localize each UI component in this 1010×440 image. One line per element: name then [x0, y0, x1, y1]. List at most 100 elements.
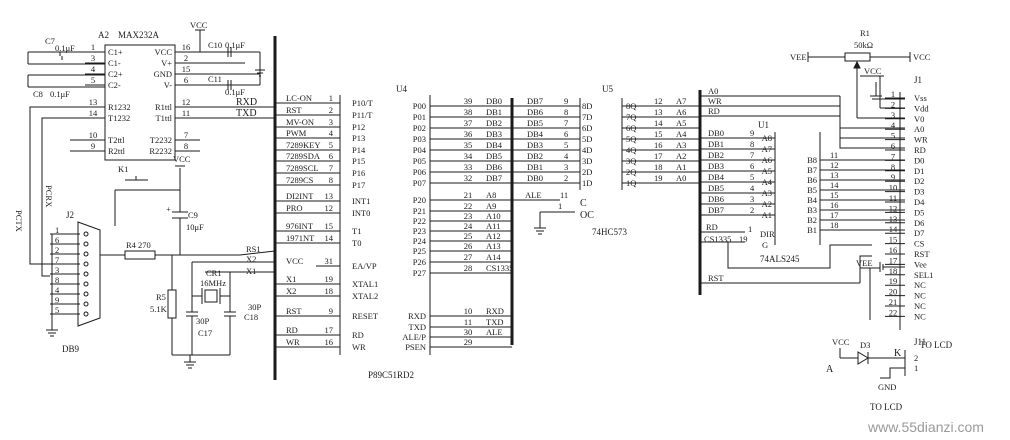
vcc-top-label: VCC	[190, 20, 208, 30]
u4-right-net: ALE	[486, 327, 503, 337]
c9-value: 10μF	[186, 222, 204, 232]
u5-out-net: A4	[676, 129, 687, 139]
db9-pin-num: 5	[55, 305, 59, 315]
u4-right-pin-num: 21	[464, 190, 473, 200]
u4-left-net: MV-ON	[286, 117, 314, 127]
u4-left-pin-name: P16	[352, 168, 365, 178]
j1-pin-name: RD	[914, 145, 926, 155]
db9-pin-num: 6	[55, 235, 59, 245]
max232-left-pin-name: R2ttl	[108, 146, 126, 156]
u4-right-pin-name: P02	[413, 123, 426, 133]
c11-ref: C11	[208, 74, 222, 84]
u5-in-pin-num: 7	[564, 118, 568, 128]
max232-right-pin-num: 16	[182, 42, 191, 52]
db9-pin-dot	[83, 291, 89, 297]
max232-right-pin-name: VCC	[155, 47, 173, 57]
u4-right-pin-num: 34	[464, 151, 473, 161]
u5-part: 74HC573	[592, 227, 628, 237]
u4-right-net: DB5	[486, 151, 502, 161]
db9-pin-num: 9	[55, 295, 59, 305]
u1-g: G	[762, 240, 768, 250]
u4-right-net: RXD	[486, 306, 504, 316]
c17-value: 30P	[196, 316, 210, 326]
u4-left-net: RST	[286, 306, 302, 316]
u1-ref: U1	[758, 120, 769, 130]
u4-left-net: 7289SDA	[286, 151, 321, 161]
c8-value: 0.1μF	[50, 89, 70, 99]
u5-out-pin-name: 6Q	[626, 123, 636, 133]
u1-a-pin-num: 3	[750, 194, 754, 204]
u1-a-pin-name: A7	[762, 144, 772, 154]
max232-right-pin-name: T1ttl	[155, 113, 172, 123]
max232-part: MAX232A	[118, 30, 160, 40]
j1-pin-name: RST	[914, 249, 930, 259]
db9-pin-num: 3	[55, 265, 59, 275]
max232-left-pin-num: 5	[91, 75, 95, 85]
u4-right-pin-name: P06	[413, 167, 426, 177]
u4-left-net: 7289SCL	[286, 163, 319, 173]
j1-pin-name: D0	[914, 155, 924, 165]
u5-in-net: DB2	[527, 151, 543, 161]
j1-vcc-label: VCC	[864, 66, 882, 76]
u4-right-pin-name: RXD	[408, 311, 426, 321]
u5-out-pin-name: 4Q	[626, 145, 636, 155]
u1-a-net: DB7	[708, 205, 724, 215]
reset-clock-circuit: K1 VCC + C9 10μF R4 270 RS1 R5 5.1K X2 X…	[100, 154, 276, 369]
c17-ref: C17	[198, 328, 212, 338]
u1-a-net: DB1	[708, 139, 724, 149]
u4-left-pin-num: 17	[325, 325, 334, 335]
u5-ref: U5	[602, 84, 613, 94]
a2-ref: A2	[98, 30, 109, 40]
u4-left-pin-num: 6	[329, 151, 333, 161]
j1-pin-num: 18	[889, 266, 898, 276]
u4-right-net: A14	[486, 252, 501, 262]
rs232-routing: PCTX PCRX	[14, 106, 105, 277]
u5-in-pin-name: 2D	[582, 167, 592, 177]
u5-in-pin-num: 2	[564, 173, 568, 183]
u4-left-pin-num: 7	[329, 163, 333, 173]
u4-right-net: A13	[486, 241, 501, 251]
j1-pin-num: 22	[889, 307, 898, 317]
j11-backlight: VCC D3 A K GND J11 21 TO LCD	[826, 337, 926, 412]
db9-pin-dot	[83, 241, 89, 247]
u4-left-pin-num: 14	[325, 233, 334, 243]
u5-in-pin-name: 5D	[582, 134, 592, 144]
j1-pin-num: 21	[889, 297, 898, 307]
u1-b-pin-num: 16	[830, 200, 839, 210]
u4-right-pin-name: PSEN	[405, 342, 426, 352]
u5-ale-pin: 11	[560, 190, 568, 200]
j11-pin-num: 1	[914, 363, 918, 373]
u1-a-net: DB5	[708, 183, 724, 193]
u4-left-net: X1	[286, 274, 296, 284]
u5-out-pin-name: 7Q	[626, 112, 636, 122]
pc-rx-label: PCRX	[44, 185, 54, 207]
u1-a-pin-name: A5	[762, 166, 772, 176]
u5-out-pin-name: 2Q	[626, 167, 636, 177]
u4-left-pin-num: 5	[329, 140, 333, 150]
u1-b-pin-num: 18	[830, 220, 839, 230]
u4-right-pin-num: 22	[464, 201, 473, 211]
u4-left-pin-name: INT1	[352, 196, 370, 206]
gnd-label: GND	[878, 382, 896, 392]
u4-left-pin-num: 1	[329, 93, 333, 103]
u5-oc-pin: OC	[580, 210, 594, 221]
u4-left-pin-num: 9	[329, 306, 333, 316]
r1-ref: R1	[860, 28, 870, 38]
j1-pin-num: 1	[891, 89, 895, 99]
u4-right-net: A8	[486, 190, 496, 200]
k1-vcc-label: VCC	[173, 154, 191, 164]
db9-pin-dot	[83, 271, 89, 277]
u4-right-pin-name: P03	[413, 134, 426, 144]
u4-left-pin-name: XTAL1	[352, 279, 378, 289]
u1-b-pin-name: B4	[807, 195, 818, 205]
u4-right-pin-name: P25	[413, 246, 426, 256]
u4-right-pin-name: P26	[413, 257, 426, 267]
u4-right-net: CS1335	[486, 263, 513, 273]
j1-pin-name: D1	[914, 166, 924, 176]
u1-a-pin-name: A1	[762, 210, 772, 220]
u4-right-pin-num: 27	[464, 252, 473, 262]
